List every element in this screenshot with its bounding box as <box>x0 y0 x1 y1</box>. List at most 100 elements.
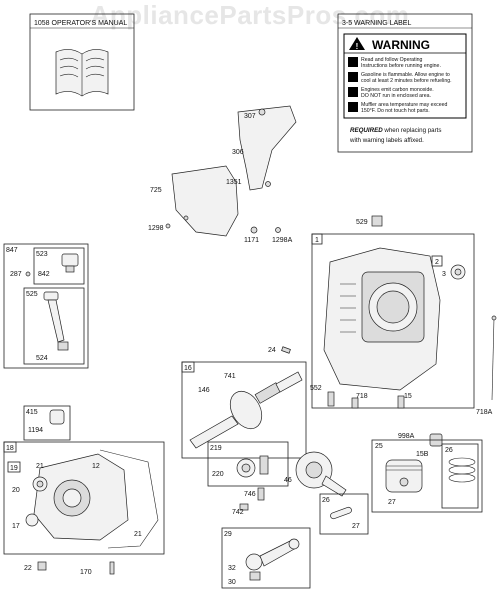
dipstick-assembly-callout[interactable]: 847 523 287 842 525 524 <box>3 243 89 369</box>
part-number-1: 1 <box>315 237 319 244</box>
piston-pin-part <box>330 506 352 520</box>
part-number-22[interactable]: 22 <box>24 565 32 572</box>
part-number-529[interactable]: 529 <box>356 219 368 226</box>
screw-part[interactable] <box>165 223 171 229</box>
dipstick-cap-part <box>61 253 79 273</box>
required-note-line2: with warning labels affixed. <box>349 137 424 144</box>
part-number-525: 525 <box>26 291 38 298</box>
warning-line: 150°F. Do not touch hot parts. <box>361 108 430 114</box>
part-number-27: 27 <box>388 499 396 506</box>
warning-triangle-icon: ! <box>349 37 365 51</box>
part-number-998A[interactable]: 998A <box>398 433 415 440</box>
part-number-1298[interactable]: 1298 <box>148 225 164 232</box>
seal-part <box>32 476 48 492</box>
part-number-30: 30 <box>228 579 236 586</box>
part-number-725[interactable]: 725 <box>150 187 162 194</box>
grommet-part[interactable] <box>250 226 281 234</box>
crankcase-cover-part <box>33 453 129 541</box>
part-number-1194: 1194 <box>28 427 43 434</box>
connecting-rod-callout[interactable]: 29 32 30 <box>221 527 311 589</box>
part-number-12: 12 <box>92 463 100 470</box>
fire-hazard-icon <box>348 72 358 82</box>
part-number-16: 16 <box>184 365 192 372</box>
part-number-26: 26 <box>322 497 330 504</box>
part-number-26: 26 <box>445 447 453 454</box>
warning-line: Engines emit carbon monoxide. <box>361 87 434 93</box>
svg-text:!: ! <box>356 42 359 51</box>
part-number-29: 29 <box>224 531 232 538</box>
warning-line: Gasoline is flammable. Allow engine to <box>361 72 450 78</box>
part-number-32: 32 <box>228 565 236 572</box>
part-number-847: 847 <box>6 247 18 254</box>
crankshaft-callout[interactable]: 16 741 146 <box>181 361 307 459</box>
part-number-1351[interactable]: 1351 <box>226 179 242 186</box>
connecting-rod-part <box>245 538 300 581</box>
part-number-21: 21 <box>36 463 44 470</box>
part-number-1171[interactable]: 1171 <box>244 237 259 244</box>
manual-hazard-icon <box>348 57 358 67</box>
part-number-742[interactable]: 742 <box>232 509 244 516</box>
part-number-2: 2 <box>435 259 439 266</box>
piston-pin-callout[interactable]: 26 27 <box>319 493 369 535</box>
part-number-15B[interactable]: 15B <box>416 451 429 458</box>
part-number-170[interactable]: 170 <box>80 569 92 576</box>
fumes-hazard-icon <box>348 87 358 97</box>
part-number-46[interactable]: 46 <box>284 477 292 484</box>
part-number-25: 25 <box>375 443 383 450</box>
hot-surface-icon <box>348 102 358 112</box>
dipstick-tube-part <box>43 291 69 351</box>
cylinder-block-part <box>323 247 441 391</box>
part-number-18: 18 <box>6 445 14 452</box>
warning-line: DO NOT run in enclosed area. <box>361 93 431 99</box>
piston-rings-part <box>448 457 476 483</box>
piston-callout[interactable]: 25 27 26 <box>371 439 483 513</box>
part-number-746[interactable]: 746 <box>244 491 256 498</box>
part-number-718[interactable]: 718 <box>356 393 368 400</box>
warning-label-callout[interactable]: 3-5 WARNING LABEL ! WARNING Read and fol… <box>337 13 473 153</box>
part-number-3: 3 <box>442 271 446 278</box>
governor-shaft-part[interactable] <box>239 487 265 511</box>
part-number-21: 21 <box>134 531 142 538</box>
cylinder-block-callout[interactable]: 1 2 3 <box>311 233 475 409</box>
nut-part[interactable] <box>371 215 383 227</box>
warning-title: WARNING <box>372 38 430 52</box>
bolt-part[interactable] <box>327 391 405 409</box>
part-number-15[interactable]: 15 <box>404 393 412 400</box>
warning-line: Read and follow Operating <box>361 57 423 63</box>
camshaft-part[interactable] <box>295 451 347 497</box>
part-number-27: 27 <box>352 523 360 530</box>
breather-part <box>49 409 65 425</box>
dowel-pin-part[interactable] <box>281 346 291 354</box>
part-number-24[interactable]: 24 <box>268 347 276 354</box>
drain-plug-part[interactable] <box>37 561 47 571</box>
part-number-17: 17 <box>12 523 20 530</box>
blower-housing-part[interactable] <box>171 105 297 237</box>
part-number-842: 842 <box>38 271 50 278</box>
warning-line: Instructions before running engine. <box>361 63 441 69</box>
required-note: REQUIRED when replacing parts <box>350 127 442 134</box>
part-number-1298A[interactable]: 1298A <box>272 237 293 244</box>
part-number-307[interactable]: 307 <box>244 113 256 120</box>
breather-callout[interactable]: 415 1194 <box>23 405 71 441</box>
oil-seal-part <box>450 264 466 280</box>
watermark-text: AppliancePartsPros.com <box>91 0 410 30</box>
part-number-306[interactable]: 306 <box>232 149 244 156</box>
operators-manual-callout[interactable]: 1058 OPERATOR'S MANUAL <box>29 13 135 111</box>
governor-gear-part <box>236 455 269 478</box>
part-number-415: 415 <box>26 409 38 416</box>
screw-part[interactable] <box>109 561 115 575</box>
part-number-524: 524 <box>36 355 48 362</box>
gasket-part <box>99 449 159 549</box>
warning-line: cool at least 2 minutes before refueling… <box>361 78 452 84</box>
part-number-523: 523 <box>36 251 48 258</box>
piston-part <box>385 459 423 493</box>
part-number-718A[interactable]: 718A <box>476 409 493 416</box>
governor-gear-callout[interactable]: 219 220 <box>207 441 289 487</box>
part-number-552[interactable]: 552 <box>310 385 322 392</box>
crankcase-cover-callout[interactable]: 18 21 12 19 20 17 21 <box>3 441 165 555</box>
wire-part[interactable] <box>491 315 497 401</box>
part-number-741: 741 <box>224 373 236 380</box>
part-number-20: 20 <box>12 487 20 494</box>
warning-label-box-label: 3-5 WARNING LABEL <box>342 20 411 27</box>
